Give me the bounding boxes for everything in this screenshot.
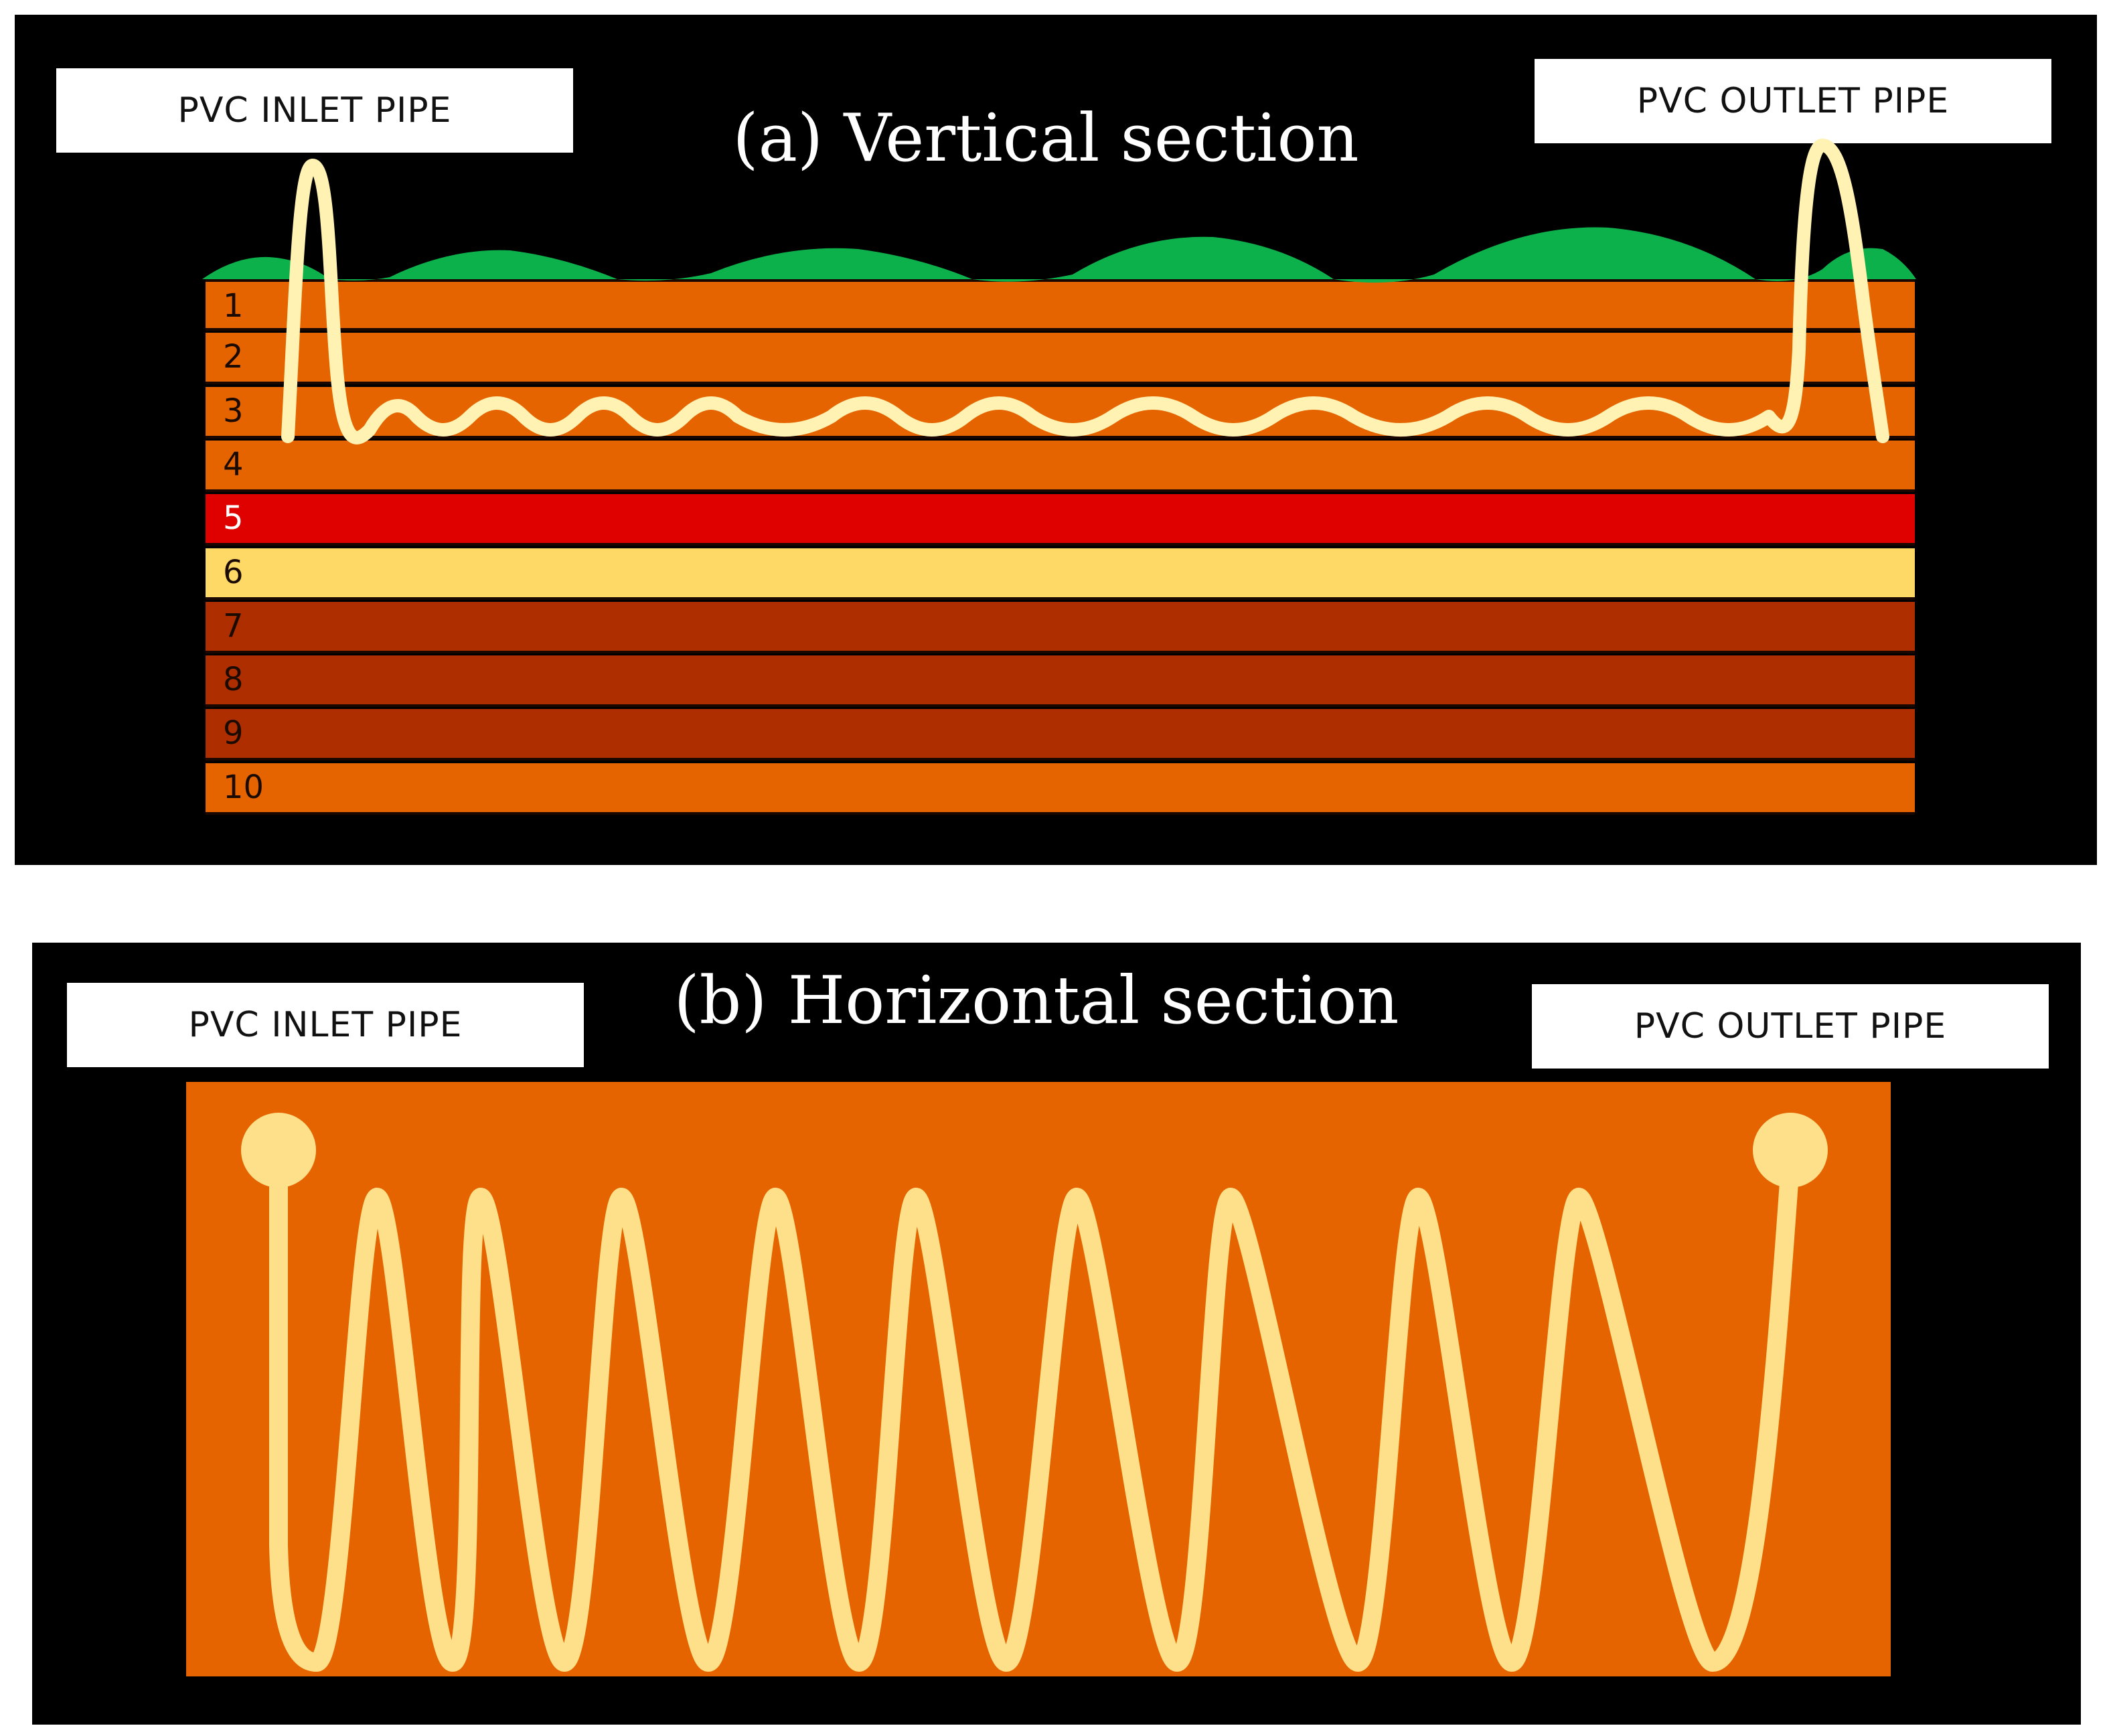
vertical-outlet-pipe-label: PVC OUTLET PIPE (1535, 59, 2051, 143)
soil-layer-number: 8 (223, 661, 244, 699)
soil-layer-number: 2 (223, 338, 244, 376)
vertical-section-title: (a) Vertical section (732, 100, 1359, 177)
horizontal-inlet-pipe-label: PVC INLET PIPE (67, 983, 584, 1067)
soil-layer-number: 6 (223, 553, 244, 591)
vertical-inlet-pipe-label: PVC INLET PIPE (56, 68, 573, 153)
soil-layer-7: 7 (206, 601, 1915, 653)
soil-layer-10: 10 (206, 763, 1915, 815)
soil-layer-1: 1 (206, 279, 1915, 331)
soil-layer-8: 8 (206, 655, 1915, 708)
horizontal-outlet-pipe-label: PVC OUTLET PIPE (1532, 984, 2049, 1069)
outlet-pipe-head (1753, 1113, 1828, 1188)
vertical-section-panel: PVC INLET PIPE PVC OUTLET PIPE (a) Verti… (15, 15, 2097, 865)
vegetation-surface (202, 227, 1916, 283)
soil-layer-5: 5 (206, 494, 1915, 546)
soil-layer-2: 2 (206, 333, 1915, 385)
soil-layer-number: 4 (223, 445, 244, 483)
soil-layer-number: 7 (223, 607, 244, 645)
soil-layer-4: 4 (206, 440, 1915, 492)
soil-layer-number: 5 (223, 499, 244, 538)
horizontal-overlay (241, 1113, 1828, 1672)
vertical-overlay (202, 139, 1916, 445)
soil-layer-9: 9 (206, 709, 1915, 761)
horizontal-section-title: (b) Horizontal section (674, 963, 1399, 1039)
soil-layer-6: 6 (206, 548, 1915, 600)
soil-layer-number: 1 (223, 287, 244, 325)
inlet-pipe-head (241, 1113, 316, 1188)
soil-layer-number: 9 (223, 714, 244, 753)
horizontal-pipe (269, 1154, 1800, 1672)
soil-layer-number: 3 (223, 392, 244, 430)
vertical-pipe (281, 139, 1889, 445)
soil-layer-number: 10 (223, 768, 264, 806)
horizontal-section-panel: PVC INLET PIPE PVC OUTLET PIPE (b) Horiz… (32, 943, 2081, 1725)
